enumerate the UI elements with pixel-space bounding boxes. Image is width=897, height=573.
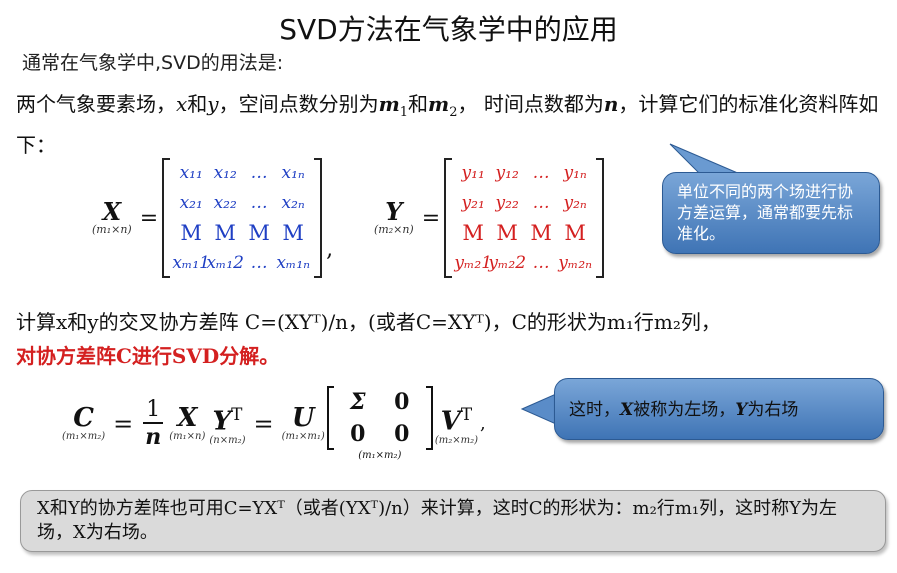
eq-sigma-dim: (m₁×m₂) xyxy=(358,450,402,461)
eq-v-dim: (m₂×m₂) xyxy=(434,434,478,446)
matrix-x-cell: x₂₂ xyxy=(213,193,237,213)
svd-decomposition-line: 对协方差阵C进行SVD分解。 xyxy=(16,344,280,368)
eq-v: V xyxy=(440,406,461,437)
matrix-x-cell: x₁₂ xyxy=(213,163,237,183)
matrix-y-cell: … xyxy=(532,163,550,183)
matrix-y-name: Y xyxy=(385,196,403,226)
matrix-x-cell: M xyxy=(248,221,270,245)
matrix-y-dim: (m₂×n) xyxy=(374,222,414,236)
matrix-x-dim: (m₁×n) xyxy=(92,222,132,236)
matrix-x-cell: M xyxy=(180,221,202,245)
matrix-x-cell: x₁ₙ xyxy=(281,163,305,183)
matrix-x-cell: … xyxy=(250,163,268,183)
intro-paragraph: 两个气象要素场，x和y，空间点数分别为m1和m2， 时间点数都为n，计算它们的标… xyxy=(16,92,879,157)
matrix-y-cell: … xyxy=(532,253,550,273)
matrix-y-cell: y₂ₙ xyxy=(563,193,587,213)
matrix-y-cell: yₘ₂1 xyxy=(454,253,493,273)
callout-standardize: 单位不同的两个场进行协方差运算，通常都要先标准化。 xyxy=(662,172,880,254)
matrix-y-cell: y₁ₙ xyxy=(563,163,587,183)
matrix-x-cell: x₁₁ xyxy=(179,163,203,183)
matrix-y-cell: M xyxy=(530,221,552,245)
matrix-x-cell: xₘ₁1 xyxy=(172,253,210,273)
matrix-x-cell: … xyxy=(250,253,268,273)
matrix-y-cell: M xyxy=(564,221,586,245)
eq-u: U xyxy=(291,403,315,433)
slide-subtitle: 通常在气象学中,SVD的用法是: xyxy=(22,52,284,74)
matrix-y-cell: yₘ₂2 xyxy=(488,253,527,273)
callout-left-right-field: 这时，X被称为左场，Y为右场 xyxy=(554,378,884,440)
eq-y: Y xyxy=(212,406,232,437)
matrix-y-cell: … xyxy=(532,193,550,213)
eq-c: C xyxy=(73,403,94,433)
matrix-x-cell: x₂₁ xyxy=(179,193,203,213)
matrix-y-cell: M xyxy=(496,221,518,245)
matrix-x-cell: M xyxy=(214,221,236,245)
matrix-y-cell: M xyxy=(462,221,484,245)
matrix-y-cell: y₂₁ xyxy=(461,193,485,213)
matrix-x-cell: M xyxy=(282,221,304,245)
matrix-x-name: X xyxy=(102,196,122,226)
matrix-x-cell: x₂ₙ xyxy=(281,193,305,213)
eq-u-dim: (m₁×m₁) xyxy=(281,431,325,442)
eq-c-dim: (m₁×m₂) xyxy=(62,431,106,442)
matrix-y-cell: y₁₂ xyxy=(495,163,519,183)
matrix-y-cell: y₂₂ xyxy=(495,193,519,213)
matrix-x-cell: xₘ₁2 xyxy=(206,253,244,273)
eq-y-dim: (n×m₂) xyxy=(209,434,246,446)
matrix-x-cell: xₘ₁ₙ xyxy=(276,253,311,273)
matrix-y-cell: yₘ₂ₙ xyxy=(558,253,593,273)
slide-title: SVD方法在气象学中的应用 xyxy=(279,13,618,46)
matrix-y-cell: y₁₁ xyxy=(461,163,485,183)
note-box: X和Y的协方差阵也可用C=YXᵀ（或者(YXᵀ)/n）来计算，这时C的形状为：m… xyxy=(20,490,886,552)
eq-x-dim: (m₁×n) xyxy=(169,431,206,442)
matrix-x-cell: … xyxy=(250,193,268,213)
eq-x: X xyxy=(177,403,198,433)
covariance-line: 计算x和y的交叉协方差阵 C=(XYᵀ)/n，(或者C=XYᵀ)，C的形状为m₁… xyxy=(16,310,721,334)
